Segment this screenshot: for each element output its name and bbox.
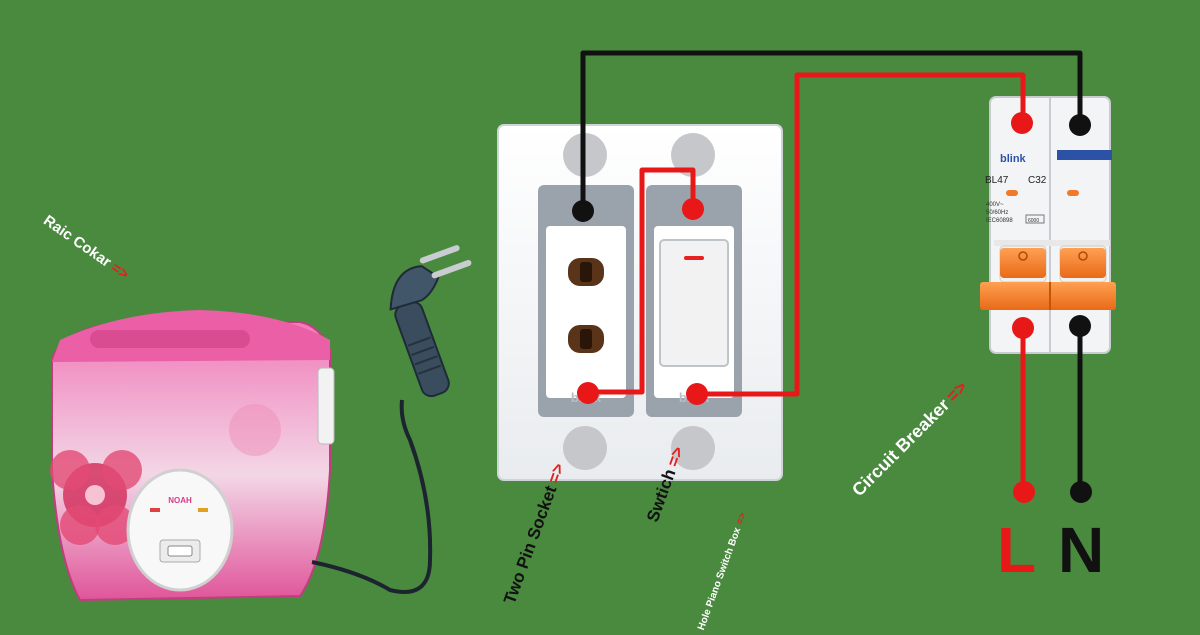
breaker-spec-standard: IEC60898 xyxy=(986,218,1013,224)
breaker-brand: blink xyxy=(1000,153,1027,165)
breaker-handle xyxy=(980,245,1116,310)
neutral-wire-top xyxy=(580,50,1083,210)
breaker-spec-frequency: 50/60Hz xyxy=(986,210,1008,216)
breaker-capacity: 6000 xyxy=(1028,218,1039,224)
terminal-dots xyxy=(572,112,1092,503)
breaker-icon xyxy=(980,96,1116,354)
live-wire-breaker-to-switch xyxy=(697,72,1026,397)
cooker-brand: NOAH xyxy=(168,496,192,505)
switch-icon xyxy=(659,239,729,367)
breaker-rating: C32 xyxy=(1028,175,1047,186)
rice-cooker-icon: NOAH xyxy=(50,310,335,602)
cooker-control-panel: NOAH xyxy=(126,468,234,592)
breaker-model: BL47 xyxy=(985,175,1009,186)
live-wire-switch-to-socket xyxy=(587,167,696,395)
flower-decoration xyxy=(50,404,281,545)
live-terminal-label: L xyxy=(997,514,1036,586)
neutral-terminal-label: N xyxy=(1058,514,1104,586)
plug-icon xyxy=(389,245,472,398)
socket-icon xyxy=(568,258,604,353)
power-cord xyxy=(311,399,433,594)
breaker-spec-voltage: 400V~ xyxy=(986,202,1004,208)
